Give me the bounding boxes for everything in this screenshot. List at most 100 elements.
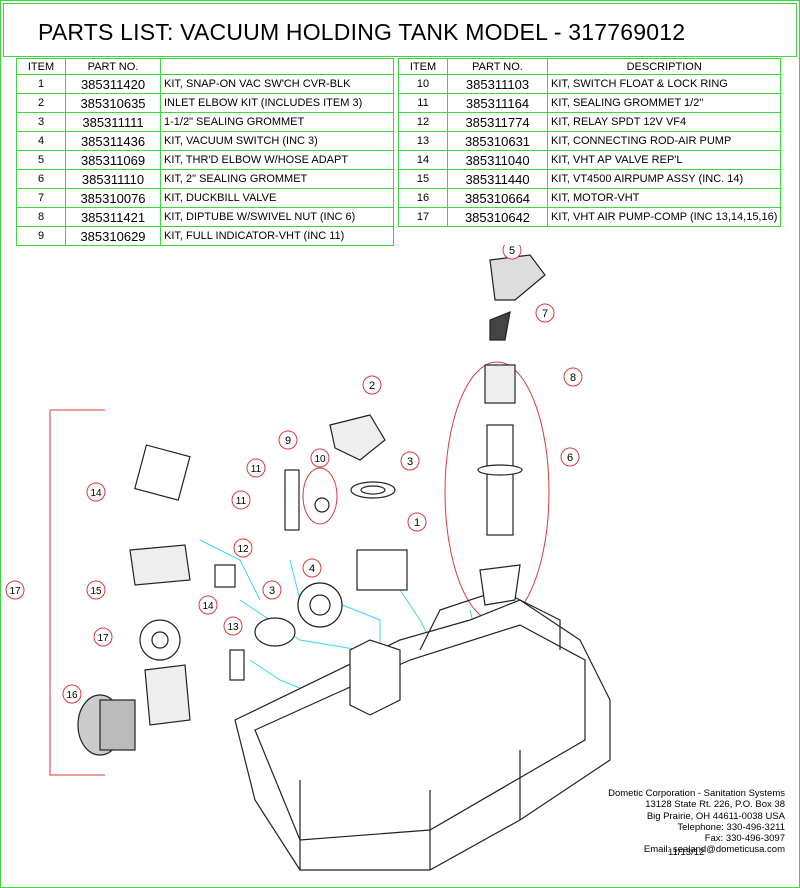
part-no-cell: 385310631 bbox=[447, 131, 548, 151]
description-cell: KIT, SEALING GROMMET 1/2" bbox=[546, 93, 782, 113]
item-cell: 8 bbox=[16, 207, 66, 227]
item-cell: 15 bbox=[398, 169, 448, 189]
callout-3b: 3 bbox=[262, 580, 282, 600]
svg-text:8: 8 bbox=[570, 372, 576, 384]
svg-text:11: 11 bbox=[251, 464, 262, 475]
item-cell: 4 bbox=[16, 131, 66, 151]
footer-fax: Fax: 330-496-3097 bbox=[704, 833, 785, 845]
item-cell: 16 bbox=[398, 188, 448, 208]
part-no-cell: 385311069 bbox=[65, 150, 161, 170]
callout-11a: 11 bbox=[246, 458, 266, 478]
svg-text:3: 3 bbox=[407, 456, 413, 468]
date-stamp: 11/13/12 bbox=[668, 847, 705, 858]
part-no-cell: 385311421 bbox=[65, 207, 161, 227]
description-cell: KIT, SWITCH FLOAT & LOCK RING bbox=[546, 74, 782, 94]
part-no-cell: 385310664 bbox=[447, 188, 548, 208]
item-cell: 11 bbox=[398, 93, 448, 113]
footer-email[interactable]: Email: sealand@dometicusa.com bbox=[643, 844, 785, 856]
page-title: PARTS LIST: VACUUM HOLDING TANK MODEL - … bbox=[38, 19, 686, 45]
callout-3a: 3 bbox=[400, 451, 420, 471]
description-cell: KIT, SNAP-ON VAC SW'CH CVR-BLK bbox=[160, 74, 394, 94]
callout-10: 10 bbox=[310, 448, 330, 468]
description-cell: KIT, VHT AIR PUMP-COMP (INC 13,14,15,16) bbox=[546, 207, 782, 227]
description-cell: KIT, RELAY SPDT 12V VF4 bbox=[546, 112, 782, 132]
header-description: DESCRIPTION bbox=[546, 58, 782, 75]
description-cell: KIT, MOTOR-VHT bbox=[546, 188, 782, 208]
callout-12: 12 bbox=[233, 538, 253, 558]
company-footer: Dometic Corporation - Sanitation Systems… bbox=[590, 788, 785, 856]
callout-16: 16 bbox=[62, 684, 82, 704]
header-part-no: PART NO. bbox=[65, 58, 161, 75]
callouts: 5 7 8 6 2 3 1 9 10 11 11 12 4 3 14 15 14… bbox=[5, 245, 583, 704]
svg-text:3: 3 bbox=[269, 585, 275, 597]
callout-1: 1 bbox=[407, 512, 427, 532]
table-header-row: ITEM PART NO. DESCRIPTION bbox=[398, 58, 782, 75]
item-cell: 6 bbox=[16, 169, 66, 189]
description-cell: KIT, CONNECTING ROD-AIR PUMP bbox=[546, 131, 782, 151]
callout-2: 2 bbox=[362, 375, 382, 395]
header-part-no: PART NO. bbox=[447, 58, 548, 75]
callout-5: 5 bbox=[502, 245, 522, 260]
tank-body bbox=[234, 589, 611, 871]
description-cell: KIT, VACUUM SWITCH (INC 3) bbox=[160, 131, 394, 151]
callout-11b: 11 bbox=[231, 490, 251, 510]
description-cell: INLET ELBOW KIT (INCLUDES ITEM 3) bbox=[160, 93, 394, 113]
footer-company: Dometic Corporation - Sanitation Systems bbox=[608, 788, 785, 799]
item-cell: 5 bbox=[16, 150, 66, 170]
callout-7: 7 bbox=[535, 303, 555, 323]
callout-8: 8 bbox=[563, 367, 583, 387]
svg-text:15: 15 bbox=[90, 586, 102, 597]
item-cell: 9 bbox=[16, 226, 66, 246]
part-no-cell: 385311420 bbox=[65, 74, 161, 94]
item-cell: 17 bbox=[398, 207, 448, 227]
part-no-cell: 385311040 bbox=[447, 150, 548, 170]
item-cell: 7 bbox=[16, 188, 66, 208]
item-cell: 12 bbox=[398, 112, 448, 132]
part-no-cell: 385311774 bbox=[447, 112, 548, 132]
callout-17b: 17 bbox=[93, 627, 113, 647]
exploded-parts-diagram: 5 7 8 6 2 3 1 9 10 11 11 12 4 3 14 15 14… bbox=[5, 245, 611, 871]
header-item: ITEM bbox=[16, 58, 66, 75]
part-no-cell: 385311164 bbox=[447, 93, 548, 113]
svg-text:13: 13 bbox=[227, 622, 239, 633]
part-no-cell: 385311111 bbox=[65, 112, 161, 132]
svg-text:7: 7 bbox=[542, 308, 548, 320]
part-no-cell: 385310642 bbox=[447, 207, 548, 227]
description-cell: KIT, VT4500 AIRPUMP ASSY (INC. 14) bbox=[546, 169, 782, 189]
svg-text:5: 5 bbox=[509, 245, 515, 257]
description-cell: KIT, VHT AP VALVE REP'L bbox=[546, 150, 782, 170]
part-no-cell: 385311436 bbox=[65, 131, 161, 151]
table-header-row: ITEM PART NO. bbox=[16, 58, 394, 75]
header-description-empty bbox=[160, 58, 394, 75]
part-no-cell: 385311110 bbox=[65, 169, 161, 189]
svg-text:14: 14 bbox=[202, 601, 214, 612]
item-cell: 3 bbox=[16, 112, 66, 132]
callout-6: 6 bbox=[560, 447, 580, 467]
svg-text:6: 6 bbox=[567, 452, 573, 464]
part-no-cell: 385310076 bbox=[65, 188, 161, 208]
description-cell: KIT, DIPTUBE W/SWIVEL NUT (INC 6) bbox=[160, 207, 394, 227]
svg-text:9: 9 bbox=[285, 435, 291, 447]
callout-14a: 14 bbox=[86, 482, 106, 502]
callout-17a: 17 bbox=[5, 580, 25, 600]
svg-text:2: 2 bbox=[369, 380, 375, 392]
description-cell: KIT, FULL INDICATOR-VHT (INC 11) bbox=[160, 226, 394, 246]
svg-text:17: 17 bbox=[9, 586, 21, 597]
description-cell: KIT, 2" SEALING GROMMET bbox=[160, 169, 394, 189]
svg-text:14: 14 bbox=[90, 488, 102, 499]
item-cell: 2 bbox=[16, 93, 66, 113]
